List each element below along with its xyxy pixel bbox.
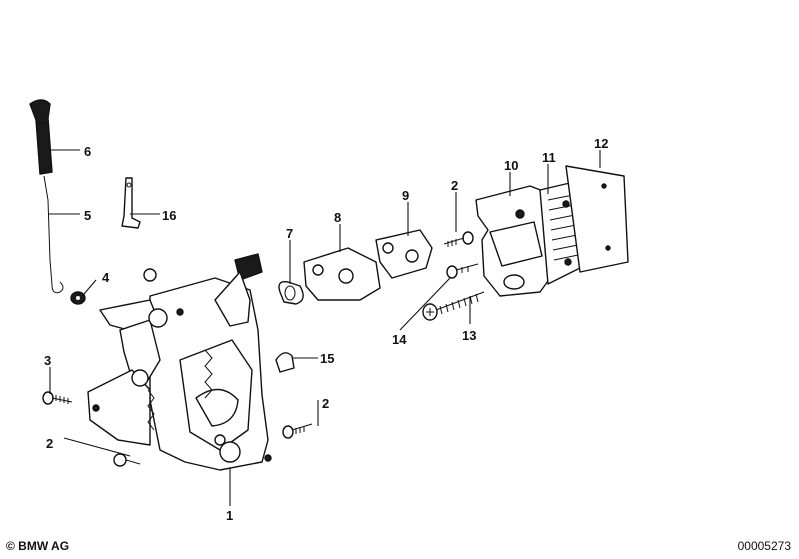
- callout-9: 9: [402, 188, 409, 203]
- callout-14: 14: [392, 332, 407, 347]
- part-2-screw-lower-left: [113, 453, 141, 467]
- part-8-guide-block: [303, 247, 381, 301]
- callout-16: 16: [162, 208, 176, 223]
- part-1-lock-mechanism: [87, 253, 295, 471]
- document-number: 00005273: [737, 539, 791, 553]
- callout-2-upper-right: 2: [451, 178, 458, 193]
- part-13-long-screw: [422, 291, 485, 321]
- part-14-screw: [446, 263, 479, 279]
- callout-numbers: 1 2 2 2 3 4 5 6 7 8 9 10 11 12 13 14 15 …: [44, 136, 608, 523]
- copyright-label: © BMW AG: [6, 539, 70, 553]
- callout-10: 10: [504, 158, 518, 173]
- callout-5: 5: [84, 208, 91, 223]
- callout-2-lower-left: 2: [46, 436, 53, 451]
- part-4-clip: [70, 291, 86, 305]
- part-7-bushing: [278, 281, 304, 305]
- callout-2-lower-right: 2: [322, 396, 329, 411]
- callout-3: 3: [44, 353, 51, 368]
- callout-4: 4: [102, 270, 110, 285]
- callout-7: 7: [286, 226, 293, 241]
- part-16-bracket: [121, 177, 141, 229]
- callout-8: 8: [334, 210, 341, 225]
- part-10-striker: [475, 185, 557, 297]
- callout-15: 15: [320, 351, 334, 366]
- callout-12: 12: [594, 136, 608, 151]
- callout-11: 11: [542, 150, 556, 165]
- part-2-screw-lower-right: [282, 423, 313, 439]
- callout-13: 13: [462, 328, 476, 343]
- part-6-lock-knob: [29, 99, 53, 175]
- part-3-screw: [42, 391, 73, 405]
- callout-6: 6: [84, 144, 91, 159]
- part-12-backing-plate: [565, 165, 629, 273]
- part-5-rod: [43, 175, 64, 294]
- part-9-striker-block: [375, 229, 433, 279]
- part-2-screw-upper-right: [443, 231, 474, 247]
- callout-1: 1: [226, 508, 233, 523]
- leader-lines: [48, 149, 601, 506]
